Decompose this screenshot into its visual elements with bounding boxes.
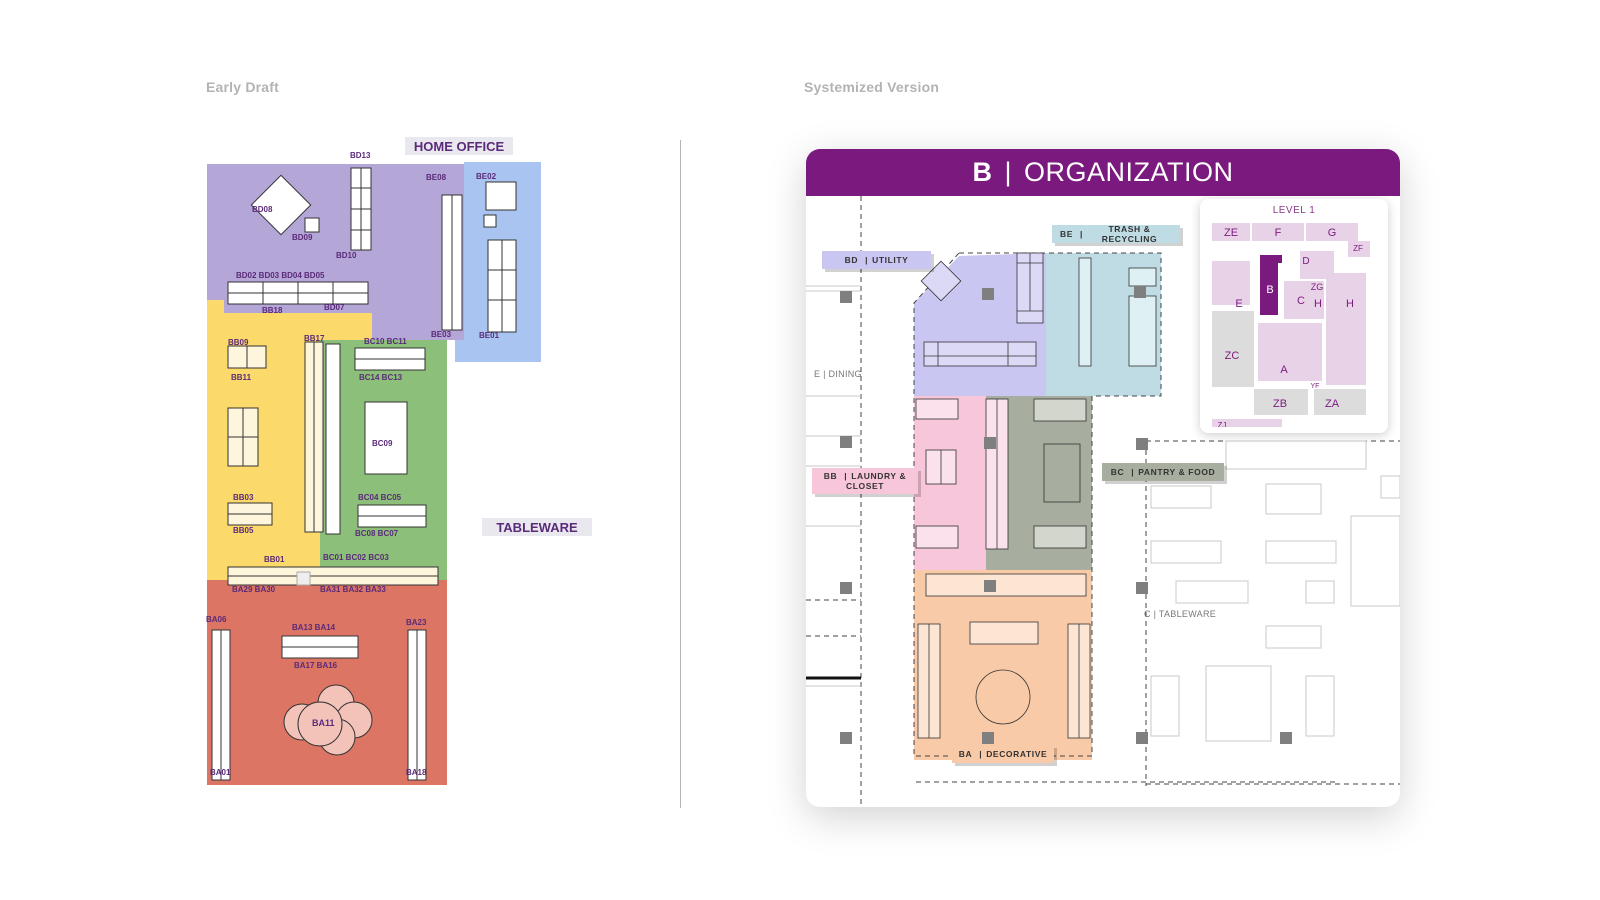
svg-text:BB11: BB11 [231, 373, 252, 382]
draft-fixtures-ba [211, 629, 427, 781]
title-separator: | [1004, 157, 1012, 187]
svg-text:BD07: BD07 [324, 303, 345, 312]
svg-text:BA23: BA23 [406, 618, 427, 627]
svg-text:BA11: BA11 [312, 718, 335, 728]
svg-text:BD13: BD13 [350, 151, 371, 160]
svg-text:BC09: BC09 [372, 439, 393, 448]
tag-code: BA [958, 749, 973, 759]
svg-text:ZF: ZF [1353, 244, 1363, 253]
svg-text:ZE: ZE [1224, 227, 1238, 239]
svg-text:ZG: ZG [1311, 282, 1324, 292]
svg-text:BB09: BB09 [228, 338, 249, 347]
key-map-title: LEVEL 1 [1272, 205, 1316, 216]
tag-be-trash-recycling: BE | TRASH & RECYCLING [1052, 224, 1180, 244]
svg-text:ZB: ZB [1273, 398, 1287, 410]
tag-name: TRASH & RECYCLING [1101, 224, 1158, 244]
tag-name: UTILITY [872, 255, 909, 265]
svg-text:A: A [1280, 364, 1288, 376]
svg-text:C: C [1297, 295, 1305, 307]
organization-title-bar: B | ORGANIZATION [806, 149, 1400, 196]
svg-text:BC10 BC11: BC10 BC11 [364, 337, 407, 346]
svg-text:BB01: BB01 [264, 555, 285, 564]
svg-text:BD02 BD03 BD04 BD05: BD02 BD03 BD04 BD05 [236, 271, 325, 280]
svg-text:BE01: BE01 [479, 331, 500, 340]
zone-ba-decorative [914, 570, 1092, 760]
key-map-plan: ZE F G ZF D E B ZG H H C ZC A YF ZB ZA ZJ [1212, 223, 1370, 427]
svg-text:BE02: BE02 [476, 172, 497, 181]
zone-label-home-office: HOME OFFICE [414, 139, 505, 154]
zone-label-tableware: TABLEWARE [496, 520, 578, 535]
draft-fixtures-bb [227, 341, 439, 586]
svg-text:BC04 BC05: BC04 BC05 [358, 493, 402, 502]
svg-text:BD09: BD09 [292, 233, 313, 242]
level-key-map: LEVEL 1 ZE F G ZF D E B ZG H H C ZC A YF ZB ZA [1200, 199, 1388, 433]
side-label-tableware: C | TABLEWARE [1144, 609, 1217, 619]
structural-columns [840, 291, 1292, 744]
tag-ba-decorative: BA |DECORATIVE [952, 745, 1054, 763]
tag-bd-utility: BD |UTILITY [822, 251, 931, 269]
caption-early-draft: Early Draft [206, 79, 280, 95]
svg-text:BA13 BA14: BA13 BA14 [292, 623, 336, 632]
organization-map-card: B | ORGANIZATION [806, 149, 1400, 807]
tag-name: DECORATIVE [986, 749, 1048, 759]
tag-code: BE [1060, 229, 1074, 239]
svg-text:BD08: BD08 [252, 205, 273, 214]
tag-sep: | [844, 471, 848, 481]
tag-name: LAUNDRY & CLOSET [845, 471, 907, 491]
tag-bb-laundry-closet: BB |LAUNDRY & CLOSET [812, 468, 918, 494]
tag-code: BC [1110, 467, 1125, 477]
svg-text:BB03: BB03 [233, 493, 254, 502]
svg-text:BB05: BB05 [233, 526, 254, 535]
svg-text:BA29 BA30: BA29 BA30 [232, 585, 276, 594]
tag-code: BB [823, 471, 838, 481]
svg-text:B: B [1266, 284, 1273, 296]
svg-text:F: F [1275, 227, 1282, 239]
tag-bc-pantry-food: BC |PANTRY & FOOD [1102, 463, 1224, 481]
svg-text:H: H [1346, 298, 1354, 310]
organization-floor-plan [806, 196, 1400, 807]
svg-text:BA18: BA18 [406, 768, 427, 777]
svg-text:ZC: ZC [1225, 350, 1240, 362]
divider [680, 140, 681, 808]
svg-text:BB18: BB18 [262, 306, 283, 315]
svg-text:BE08: BE08 [426, 173, 447, 182]
svg-text:YF: YF [1311, 383, 1320, 390]
organization-fixtures [915, 252, 1157, 744]
svg-text:BA01: BA01 [210, 768, 231, 777]
svg-text:BA06: BA06 [206, 615, 227, 624]
svg-text:BC14 BC13: BC14 BC13 [359, 373, 403, 382]
tag-sep: | [1131, 467, 1135, 477]
tag-name: PANTRY & FOOD [1138, 467, 1216, 477]
svg-text:BE03: BE03 [431, 330, 452, 339]
svg-text:BC01 BC02 BC03: BC01 BC02 BC03 [323, 553, 389, 562]
svg-text:ZA: ZA [1325, 398, 1340, 410]
tag-code: BD [844, 255, 859, 265]
svg-text:BD10: BD10 [336, 251, 357, 260]
svg-text:BA31 BA32 BA33: BA31 BA32 BA33 [320, 585, 386, 594]
draft-fixtures-bc [325, 343, 427, 535]
svg-text:BB17: BB17 [304, 334, 325, 343]
tag-sep: | [979, 749, 983, 759]
svg-text:G: G [1328, 227, 1337, 239]
side-label-dining: E | DINING [814, 369, 862, 379]
svg-text:BC08 BC07: BC08 BC07 [355, 529, 399, 538]
svg-text:BA17 BA16: BA17 BA16 [294, 661, 338, 670]
draft-fixture-codes: BD13 BD08 BD09 BD10 BD02 BD03 BD04 BD05 … [206, 151, 500, 777]
surrounding-context [806, 196, 1400, 807]
caption-systemized-version: Systemized Version [804, 79, 940, 95]
svg-text:E: E [1235, 298, 1242, 310]
title-code: B [972, 157, 993, 187]
draft-fixtures-bd [227, 167, 517, 333]
tag-sep: | [1080, 229, 1083, 239]
early-draft-map: HOME OFFICE TABLEWARE [206, 137, 592, 785]
svg-text:D: D [1302, 256, 1309, 267]
title-name: ORGANIZATION [1024, 157, 1234, 187]
tag-sep: | [865, 255, 869, 265]
svg-text:H: H [1314, 298, 1322, 310]
svg-text:ZJ: ZJ [1218, 421, 1227, 427]
